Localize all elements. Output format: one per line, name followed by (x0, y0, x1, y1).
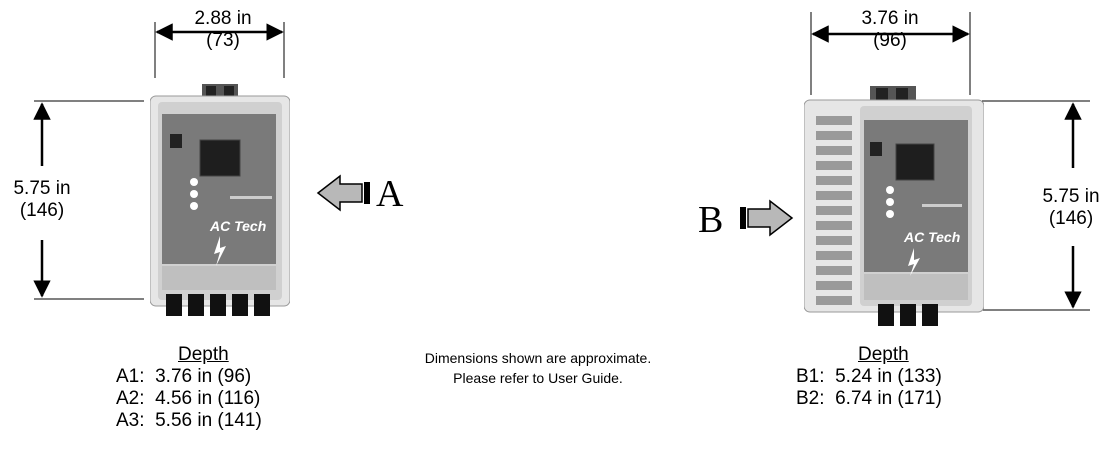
depth-table-b: Depth B1: 5.24 in (133) B2: 6.74 in (171… (796, 344, 942, 410)
depth-row: A3: 5.56 in (141) (116, 410, 262, 432)
drive-a-image: AC Tech (150, 84, 290, 316)
depth-title-a: Depth (178, 344, 229, 365)
logo-a: AC Tech (209, 218, 266, 234)
width-label-a: 2.88 in (73) (178, 8, 268, 52)
depth-row: A1: 3.76 in (96) (116, 366, 262, 388)
depth-value: 3.76 in (96) (155, 366, 252, 387)
depth-value: 5.56 in (141) (155, 410, 262, 431)
height-in-a: 5.75 in (13, 178, 71, 199)
depth-value: 5.24 in (133) (835, 366, 942, 387)
view-arrow-a (316, 174, 370, 212)
view-letter-a: A (376, 173, 404, 215)
note-line-2: Please refer to User Guide. (453, 370, 623, 386)
note-line-1: Dimensions shown are approximate. (424, 350, 652, 366)
height-mm-b: (146) (1048, 208, 1094, 229)
height-in-b: 5.75 in (1042, 186, 1100, 207)
depth-value: 6.74 in (171) (835, 388, 942, 409)
height-label-a: 5.75 in (146) (2, 178, 82, 222)
drive-b-image: AC Tech (804, 86, 984, 326)
depth-label: B1: (796, 366, 825, 387)
depth-label: A3: (116, 410, 145, 431)
width-in-b: 3.76 in (861, 8, 919, 29)
view-arrow-b (740, 199, 794, 237)
depth-table-a: Depth A1: 3.76 in (96) A2: 4.56 in (116)… (116, 344, 262, 432)
height-mm-a: (146) (19, 200, 65, 221)
height-label-b: 5.75 in (146) (1030, 186, 1112, 230)
width-label-b: 3.76 in (96) (842, 8, 938, 52)
depth-row: B1: 5.24 in (133) (796, 366, 942, 388)
depth-value: 4.56 in (116) (155, 388, 261, 409)
depth-row: A2: 4.56 in (116) (116, 388, 262, 410)
logo-b: AC Tech (903, 229, 960, 245)
width-mm-b: (96) (873, 30, 907, 51)
width-in-a: 2.88 in (194, 8, 252, 29)
depth-title-b: Depth (858, 344, 909, 365)
depth-label: B2: (796, 388, 825, 409)
dimensions-note: Dimensions shown are approximate. Please… (396, 348, 680, 388)
width-mm-a: (73) (206, 30, 240, 51)
depth-label: A1: (116, 366, 145, 387)
depth-row: B2: 6.74 in (171) (796, 388, 942, 410)
depth-label: A2: (116, 388, 145, 409)
view-letter-b: B (698, 199, 724, 241)
